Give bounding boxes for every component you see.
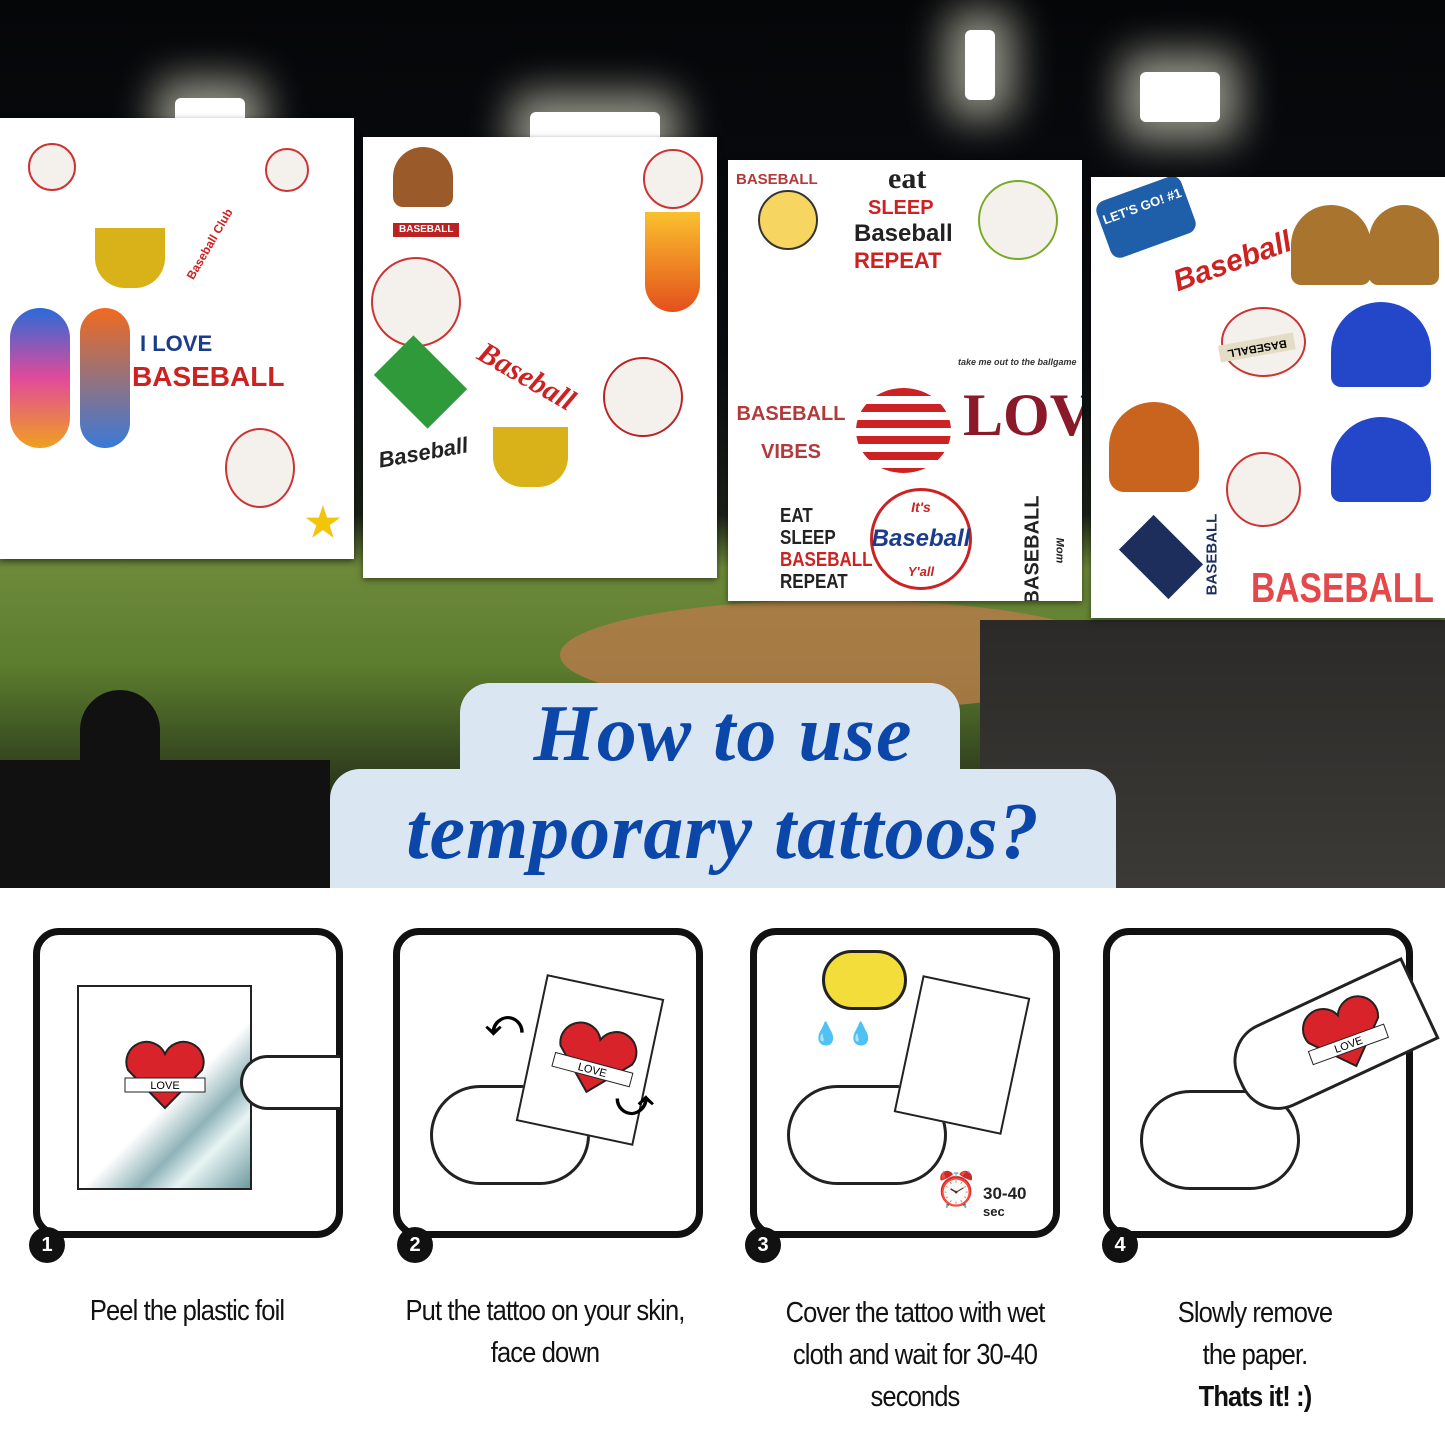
step-number-badge: 1 bbox=[29, 1227, 65, 1263]
sticker-text: take me out to the ballgame bbox=[958, 357, 1077, 367]
sticker-text: REPEAT bbox=[854, 248, 942, 273]
step-number-badge: 2 bbox=[397, 1227, 433, 1263]
heading-line-1: How to use bbox=[533, 690, 913, 778]
sticker-text: Baseball bbox=[854, 220, 953, 247]
step-1-illustration: LOVE bbox=[33, 928, 343, 1238]
baseball-mascot-sticker bbox=[603, 357, 683, 437]
step-2-illustration: LOVE ⤺ ⤻ bbox=[393, 928, 703, 1238]
sticker-text: I LOVE bbox=[140, 331, 213, 356]
sticker-text: Baseball bbox=[871, 525, 971, 552]
fire-sticker bbox=[645, 212, 700, 312]
sticker-text: Baseball Club bbox=[183, 206, 236, 282]
stadium-light bbox=[965, 30, 995, 100]
step-number-badge: 4 bbox=[1102, 1227, 1138, 1263]
sticker-text: BASEBALL bbox=[132, 361, 285, 392]
sticker-text: #1 bbox=[1164, 185, 1184, 205]
timer-unit: sec bbox=[983, 1204, 1005, 1219]
step-4-caption: Slowly remove the paper. Thats it! :) bbox=[1171, 1292, 1338, 1418]
step-4-illustration: LOVE bbox=[1103, 928, 1440, 1238]
sticker-text: It's bbox=[911, 499, 931, 515]
star-sticker: ★ bbox=[305, 501, 341, 545]
alarm-clock-icon: ⏰ bbox=[935, 1171, 978, 1209]
sticker-text: BASEBALL bbox=[1203, 513, 1221, 596]
baseball-sticker bbox=[28, 143, 76, 191]
baseball-mascot-sticker bbox=[225, 428, 295, 508]
sticker-text: BASEBALL bbox=[1251, 564, 1434, 611]
heart-tattoo-icon: LOVE bbox=[124, 1040, 206, 1110]
flag-baseball-sticker bbox=[856, 388, 951, 473]
hand-icon bbox=[240, 1055, 340, 1110]
sticker-text: SLEEP bbox=[780, 527, 836, 549]
helmet-sticker bbox=[1331, 302, 1431, 387]
step-1-caption: Peel the plastic foil bbox=[89, 1295, 285, 1327]
step-2-caption: Put the tattoo on your skin, face down bbox=[405, 1295, 686, 1369]
foam-finger-sticker: LET'S GO! #1 bbox=[1093, 177, 1199, 261]
step-3-caption: Cover the tattoo with wet cloth and wait… bbox=[785, 1297, 1046, 1413]
tattoo-sheet-2: BASEBALL Baseball Baseball bbox=[363, 137, 717, 578]
glove-sticker bbox=[393, 147, 453, 207]
sticker-text: Y'all bbox=[907, 564, 935, 579]
baseball-badge-sticker bbox=[1118, 514, 1204, 600]
baseball-sticker bbox=[265, 148, 309, 192]
spectator-silhouette bbox=[80, 690, 160, 810]
sticker-text: Baseball bbox=[472, 335, 582, 418]
heart-tattoo-icon: LOVE bbox=[1302, 995, 1390, 1068]
smiley-sticker bbox=[758, 190, 818, 250]
sticker-text: BASEBALL bbox=[1021, 495, 1044, 601]
sponge-icon bbox=[822, 950, 907, 1010]
tattoo-sheet-3: BASEBALL eat SLEEP Baseball REPEAT take … bbox=[728, 160, 1082, 601]
glove-sticker bbox=[1109, 402, 1199, 492]
step-4-caption-bold: Thats it! :) bbox=[1198, 1381, 1313, 1413]
baseball-mascot-sticker bbox=[1226, 452, 1301, 527]
sticker-text: SLEEP bbox=[868, 197, 934, 219]
sticker-text: Mom bbox=[1053, 537, 1066, 564]
baseball-sticker bbox=[371, 257, 461, 347]
fist-icon bbox=[787, 1085, 947, 1185]
heart-tattoo-icon: LOVE bbox=[551, 1021, 638, 1094]
helmet-sticker bbox=[1331, 417, 1431, 502]
sticker-text: eat bbox=[888, 162, 927, 195]
heading-line-2: temporary tattoos? bbox=[406, 788, 1040, 876]
player-sticker bbox=[80, 308, 130, 448]
glove-sticker bbox=[1369, 205, 1439, 285]
baseball-sticker bbox=[643, 149, 703, 209]
baseball-sticker bbox=[870, 488, 972, 590]
flip-arrow-icon: ⤺ bbox=[485, 1002, 524, 1043]
tattoo-sheet-4: LET'S GO! #1 Baseball BASEBALL BASEBALL … bbox=[1091, 177, 1445, 618]
trophy-sticker bbox=[95, 228, 165, 288]
baseball-sticker bbox=[978, 180, 1058, 260]
trophy-sticker bbox=[493, 427, 568, 487]
heading-banner: How to use temporary tattoos? bbox=[330, 683, 1116, 888]
sticker-text: EAT bbox=[780, 505, 813, 527]
crowd-silhouettes bbox=[0, 760, 330, 888]
sticker-text: Baseball bbox=[376, 432, 470, 473]
step-number-badge: 3 bbox=[745, 1227, 781, 1263]
tattoo-paper bbox=[893, 975, 1031, 1135]
timer-value: 30-40 bbox=[983, 1184, 1027, 1203]
sticker-text: BASEBALL VIBES bbox=[736, 403, 846, 463]
sticker-text: REPEAT bbox=[780, 571, 848, 593]
sticker-text: LOVE bbox=[963, 382, 1082, 448]
stadium-light bbox=[1140, 72, 1220, 122]
water-drops-icon: 💧💧 bbox=[812, 1021, 883, 1046]
step-4-caption-text: Slowly remove the paper. bbox=[1177, 1297, 1333, 1371]
field-sticker bbox=[373, 335, 468, 429]
sticker-text: BASEBALL bbox=[780, 549, 873, 571]
step-3-illustration: 💧💧 ⏰ 30-40 sec bbox=[750, 928, 1060, 1238]
svg-text:LOVE: LOVE bbox=[150, 1080, 179, 1092]
sticker-text: BASEBALL bbox=[393, 223, 460, 237]
player-sticker bbox=[10, 308, 70, 448]
sticker-text: BASEBALL bbox=[736, 171, 818, 188]
sticker-text: Baseball bbox=[1168, 224, 1297, 299]
glove-sticker bbox=[1291, 205, 1371, 285]
flip-arrow-icon: ⤻ bbox=[615, 1082, 654, 1123]
tattoo-sheet-1: Baseball Club I LOVE BASEBALL ★ bbox=[0, 118, 354, 559]
sticker-text: LET'S GO! bbox=[1100, 191, 1167, 228]
